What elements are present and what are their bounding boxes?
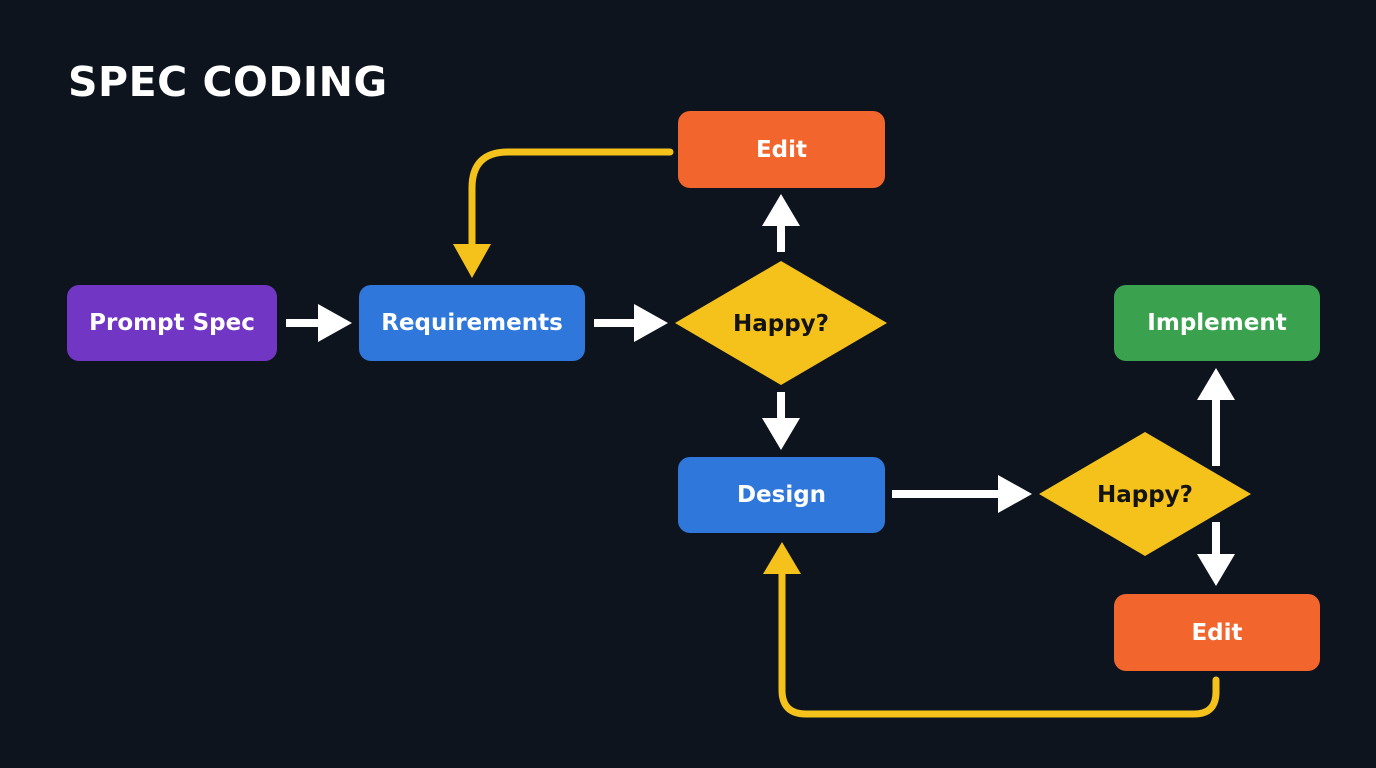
node-requirements-label: Requirements: [381, 310, 563, 336]
arrowhead-design-to-happy: [998, 475, 1032, 513]
arrowhead-prompt-to-requirements: [318, 304, 352, 342]
node-design: Design: [678, 457, 885, 533]
node-edit-bottom-label: Edit: [1191, 619, 1243, 646]
diagram-title: SPEC CODING: [68, 58, 388, 106]
decision-diamond-1: [675, 261, 887, 385]
arrowhead-happy-to-implement: [1197, 368, 1235, 400]
node-requirements: Requirements: [359, 285, 585, 361]
node-edit-top: Edit: [678, 111, 885, 188]
arrowhead-requirements-to-happy: [634, 304, 668, 342]
node-prompt-spec: Prompt Spec: [67, 285, 277, 361]
arrowhead-happy-to-edit-bottom: [1197, 554, 1235, 586]
decision-diamond-2: [1039, 432, 1251, 556]
arrowhead-happy-to-design: [762, 418, 800, 450]
node-implement-label: Implement: [1147, 310, 1287, 336]
node-prompt-spec-label: Prompt Spec: [89, 310, 255, 336]
loop-edit-to-design: [778, 570, 1220, 718]
arrowhead-happy-to-edit: [762, 194, 800, 226]
node-edit-bottom: Edit: [1114, 594, 1320, 671]
loop-arrowhead-requirements: [453, 244, 491, 278]
node-design-label: Design: [736, 482, 827, 508]
node-edit-top-label: Edit: [755, 136, 808, 163]
loop-arrowhead-design: [763, 542, 801, 574]
loop-edit-to-requirements: [468, 148, 674, 248]
node-implement: Implement: [1114, 285, 1320, 361]
decision-2-label: Happy?: [1096, 482, 1194, 508]
decision-1-label: Happy?: [732, 311, 830, 337]
